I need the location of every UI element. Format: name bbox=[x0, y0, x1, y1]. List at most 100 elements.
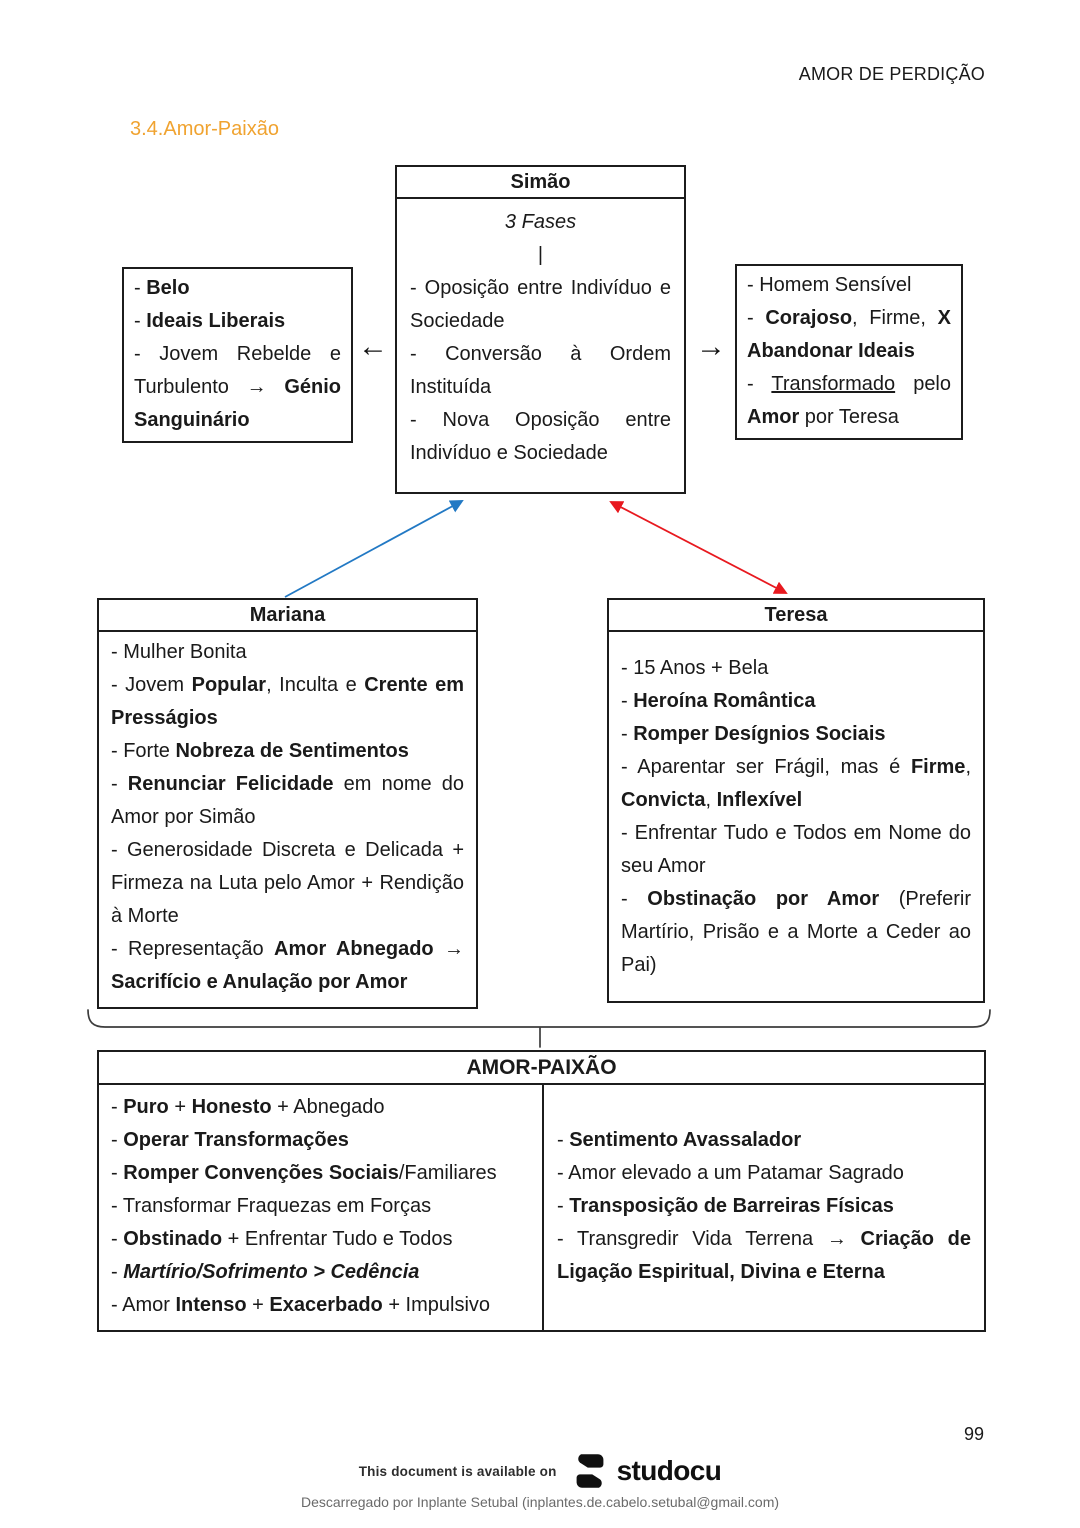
text-line: - Enfrentar Tudo e Todos em Nome do seu … bbox=[621, 817, 971, 883]
text-segment: - Forte bbox=[111, 740, 176, 762]
text-line: - Transformar Fraquezas em Forças bbox=[111, 1190, 530, 1223]
text-segment: - Nova Oposição entre Indivíduo e Socied… bbox=[410, 409, 671, 464]
text-line: - Corajoso, Firme, X Abandonar Ideais bbox=[747, 302, 951, 368]
text-line: - Sentimento Avassalador bbox=[557, 1124, 971, 1157]
text-segment: - Transgredir Vida Terrena bbox=[557, 1228, 827, 1250]
text-segment: Sentimento Avassalador bbox=[569, 1129, 802, 1151]
text-segment: - Oposição entre Indivíduo e Sociedade bbox=[410, 277, 671, 332]
footer-availability-text: This document is available on bbox=[358, 1463, 557, 1479]
mariana-box-title: Mariana bbox=[99, 600, 476, 632]
teresa-box: Teresa - 15 Anos + Bela - Heroína Românti… bbox=[607, 598, 985, 1003]
text-segment: , bbox=[965, 756, 971, 778]
text-segment: - Amor bbox=[111, 1294, 176, 1316]
text-line: - Homem Sensível bbox=[747, 269, 951, 302]
text-segment: , Inculta e bbox=[266, 674, 365, 696]
text-line: - Conversão à Ordem Instituída bbox=[410, 338, 671, 404]
teresa-box-title: Teresa bbox=[609, 600, 983, 632]
text-segment: Exacerbado bbox=[269, 1294, 383, 1316]
text-segment: - 15 Anos + Bela bbox=[621, 657, 769, 679]
section-title: 3.4.Amor-Paixão bbox=[130, 118, 279, 140]
text-segment: - bbox=[111, 1261, 124, 1283]
studocu-logo-icon bbox=[576, 1454, 603, 1488]
teresa-box-body: - 15 Anos + Bela- Heroína Romântica- Rom… bbox=[609, 632, 983, 1001]
text-segment: Crente em Presságios bbox=[111, 674, 465, 729]
text-segment: Honesto bbox=[191, 1096, 272, 1118]
text-segment: - bbox=[621, 888, 648, 910]
text-line: - Renunciar Felicidade em nome do Amor p… bbox=[111, 768, 464, 834]
text-segment: - Homem Sensível bbox=[747, 274, 912, 296]
grouping-brace bbox=[87, 1009, 991, 1048]
amor-paixao-columns: - Puro + Honesto + Abnegado- Operar Tran… bbox=[99, 1085, 984, 1330]
studocu-wordmark: studocu bbox=[616, 1455, 722, 1486]
simao-to-teresa-arrow bbox=[609, 501, 788, 594]
mariana-box-body: - Mulher Bonita- Jovem Popular, Inculta … bbox=[99, 632, 476, 1007]
text-line: - Generosidade Discreta e Delicada + Fir… bbox=[111, 834, 464, 933]
footer: This document is available on studocu bbox=[0, 1448, 1080, 1494]
amor-paixao-left-column: - Puro + Honesto + Abnegado- Operar Tran… bbox=[99, 1085, 542, 1330]
text-segment: - bbox=[747, 373, 772, 395]
text-segment: - Amor elevado a um Patamar Sagrado bbox=[557, 1162, 904, 1184]
text-segment: , Firme, bbox=[852, 307, 938, 329]
text-segment: Romper Convenções Sociais bbox=[123, 1162, 399, 1184]
text-segment: Corajoso bbox=[765, 307, 853, 329]
simao-box-title: Simão bbox=[397, 167, 684, 199]
text-segment: - bbox=[111, 1162, 124, 1184]
text-segment: Transformado bbox=[771, 373, 896, 395]
text-segment: - bbox=[557, 1195, 570, 1217]
text-line: - Transformado pelo Amor por Teresa bbox=[747, 368, 951, 434]
left-traits-body: - Belo- Ideais Liberais- Jovem Rebelde e… bbox=[124, 269, 351, 441]
text-line: - Mulher Bonita bbox=[111, 636, 464, 669]
text-segment: em nome do Amor por Simão bbox=[111, 773, 465, 828]
text-segment: , bbox=[705, 789, 717, 811]
simao-divider: | bbox=[537, 244, 544, 266]
footer-download-note: Descarregado por Inplante Setubal (inpla… bbox=[300, 1494, 780, 1510]
text-line: - Jovem Rebelde e Turbulento → Génio San… bbox=[134, 338, 341, 437]
text-segment: - bbox=[111, 1228, 124, 1250]
right-arrow-icon: → bbox=[696, 330, 726, 363]
text-segment: Firme bbox=[910, 756, 966, 778]
right-traits-body: - Homem Sensível - Corajoso, Firme, X Aba… bbox=[737, 266, 961, 438]
text-line: - 15 Anos + Bela bbox=[621, 652, 971, 685]
text-segment: - bbox=[747, 307, 766, 329]
text-segment: por Teresa bbox=[799, 406, 899, 428]
text-segment: - bbox=[111, 773, 128, 795]
text-segment: - bbox=[621, 723, 634, 745]
text-segment: Intenso bbox=[175, 1294, 247, 1316]
text-line: - Jovem Popular, Inculta e Crente em Pre… bbox=[111, 669, 464, 735]
amor-paixao-right-column: - Sentimento Avassalador - Amor elevado a… bbox=[542, 1085, 984, 1330]
text-segment: - bbox=[557, 1129, 570, 1151]
text-segment: (Preferir Martírio, Prisão e a Morte a C… bbox=[621, 888, 971, 976]
text-line: - Transgredir Vida Terrena → Criação de … bbox=[557, 1223, 971, 1289]
text-segment: - Jovem bbox=[111, 674, 192, 696]
text-segment: Martírio/Sofrimento > Cedência bbox=[123, 1261, 420, 1283]
text-line: - Operar Transformações bbox=[111, 1124, 530, 1157]
text-segment: Belo bbox=[146, 277, 190, 299]
text-line: - Amor Intenso + Exacerbado + Impulsivo bbox=[111, 1289, 530, 1322]
text-line: - Belo bbox=[134, 272, 341, 305]
simao-box-body: 3 Fases | - Oposição entre Indivíduo e S… bbox=[397, 199, 684, 492]
text-segment: Heroína Romântica bbox=[633, 690, 816, 712]
text-segment: - Conversão à Ordem Instituída bbox=[410, 343, 671, 398]
text-line: - Aparentar ser Frágil, mas é Firme, Con… bbox=[621, 751, 971, 817]
text-line: - Puro + Honesto + Abnegado bbox=[111, 1091, 530, 1124]
text-line: - Obstinação por Amor (Preferir Martírio… bbox=[621, 883, 971, 982]
studocu-link[interactable]: studocu bbox=[571, 1452, 722, 1490]
text-line: - Forte Nobreza de Sentimentos bbox=[111, 735, 464, 768]
text-segment: - Aparentar ser Frágil, mas é bbox=[621, 756, 911, 778]
text-line: - Ideais Liberais bbox=[134, 305, 341, 338]
text-segment: - bbox=[621, 690, 634, 712]
text-segment: → Génio Sanguinário bbox=[134, 376, 341, 431]
text-segment: Amor bbox=[747, 406, 800, 428]
text-segment: - bbox=[134, 277, 147, 299]
text-segment: Obstinação por Amor bbox=[647, 888, 880, 910]
text-segment: - Jovem Rebelde e Turbulento bbox=[134, 343, 341, 398]
text-segment: + Impulsivo bbox=[382, 1294, 491, 1316]
left-traits-box: - Belo- Ideais Liberais- Jovem Rebelde e… bbox=[122, 267, 353, 443]
text-segment: Popular bbox=[191, 674, 267, 696]
text-segment: - Enfrentar Tudo e Todos em Nome do seu … bbox=[621, 822, 971, 877]
text-line: - Nova Oposição entre Indivíduo e Socied… bbox=[410, 404, 671, 470]
text-segment: Ideais Liberais bbox=[146, 310, 286, 332]
text-segment: - bbox=[111, 1096, 124, 1118]
text-line: - Heroína Romântica bbox=[621, 685, 971, 718]
text-segment: - Transformar Fraquezas em Forças bbox=[111, 1195, 432, 1217]
